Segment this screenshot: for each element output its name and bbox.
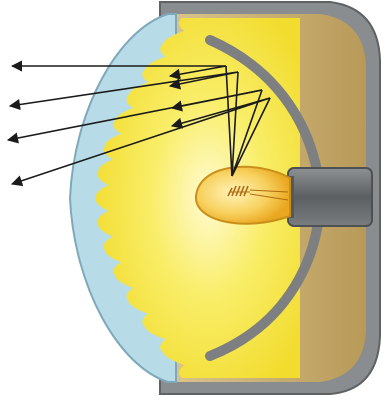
lamp-socket [284,168,372,226]
bulb-icon [196,167,290,224]
light-bulb [196,167,290,224]
